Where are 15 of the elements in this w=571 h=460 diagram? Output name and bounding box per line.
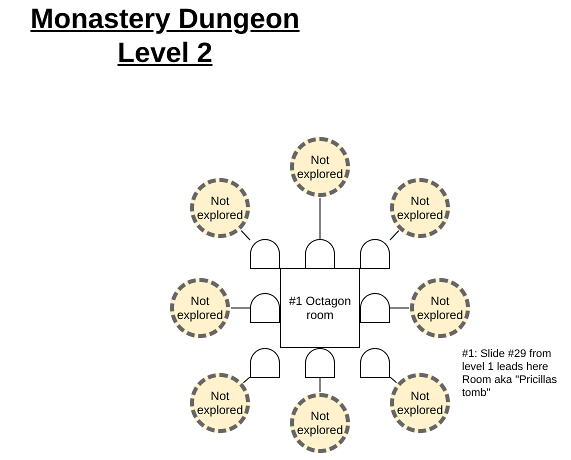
door-arch	[360, 348, 390, 378]
connector-line	[240, 230, 250, 240]
door-arch	[305, 239, 335, 269]
door-arch	[250, 348, 280, 378]
door-arch	[250, 239, 280, 269]
door-arch	[360, 293, 390, 323]
room-box: #1 Octagon room	[280, 268, 360, 348]
title: Monastery Dungeon Level 2	[29, 2, 301, 70]
connector-line	[390, 376, 398, 384]
connector-line	[242, 376, 250, 384]
door-arch	[305, 348, 335, 378]
door-arch	[250, 293, 280, 323]
note-text: #1: Slide #29 from level 1 leads here Room aka "Pricillas tomb"	[462, 348, 558, 400]
door-arch	[360, 239, 390, 269]
connector-line	[390, 230, 400, 240]
